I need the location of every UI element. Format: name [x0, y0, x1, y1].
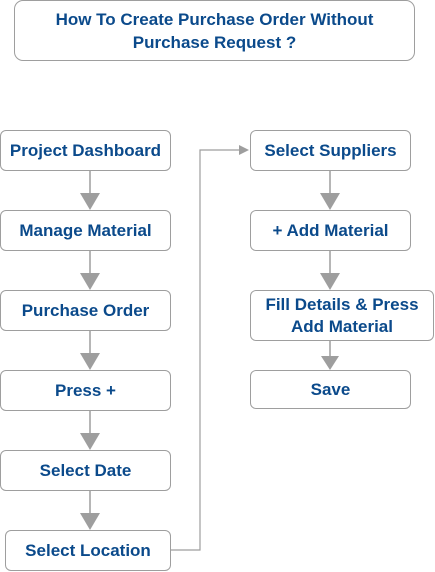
- arrow-select-suppliers-to-add-material: [320, 170, 340, 210]
- step-fill-details: Fill Details & Press Add Material: [250, 290, 434, 341]
- step-label: Select Suppliers: [264, 140, 397, 160]
- step-label: Fill Details & Press Add Material: [265, 294, 419, 336]
- step-label: Save: [310, 379, 351, 399]
- arrow-press-plus-to-select-date: [80, 411, 100, 450]
- step-label: Press +: [55, 380, 116, 400]
- step-label: Select Date: [39, 460, 132, 480]
- arrow-fill-details-to-save: [321, 341, 339, 370]
- arrow-purchase-order-to-press-plus: [80, 331, 100, 370]
- step-label: + Add Material: [272, 220, 389, 240]
- step-project-dashboard: Project Dashboard: [0, 130, 171, 171]
- arrow-manage-material-to-purchase-order: [80, 250, 100, 290]
- arrow-project-dashboard-to-manage-material: [80, 170, 100, 210]
- step-label: Purchase Order: [21, 300, 150, 320]
- step-label: Manage Material: [19, 220, 152, 240]
- step-press-plus: Press +: [0, 370, 171, 411]
- arrow-select-location-to-select-suppliers: [171, 145, 249, 551]
- title-box: How To Create Purchase Order Without Pur…: [14, 0, 415, 61]
- step-select-suppliers: Select Suppliers: [250, 130, 411, 171]
- step-purchase-order: Purchase Order: [0, 290, 171, 331]
- step-select-location: Select Location: [5, 530, 171, 571]
- arrow-select-date-to-select-location: [80, 491, 100, 530]
- step-save: Save: [250, 370, 411, 409]
- title-text: How To Create Purchase Order Without Pur…: [55, 9, 374, 52]
- step-label: Select Location: [25, 540, 151, 560]
- step-manage-material: Manage Material: [0, 210, 171, 251]
- step-label: Project Dashboard: [9, 140, 162, 160]
- step-select-date: Select Date: [0, 450, 171, 491]
- arrow-add-material-to-fill-details: [320, 250, 340, 290]
- step-add-material: + Add Material: [250, 210, 411, 251]
